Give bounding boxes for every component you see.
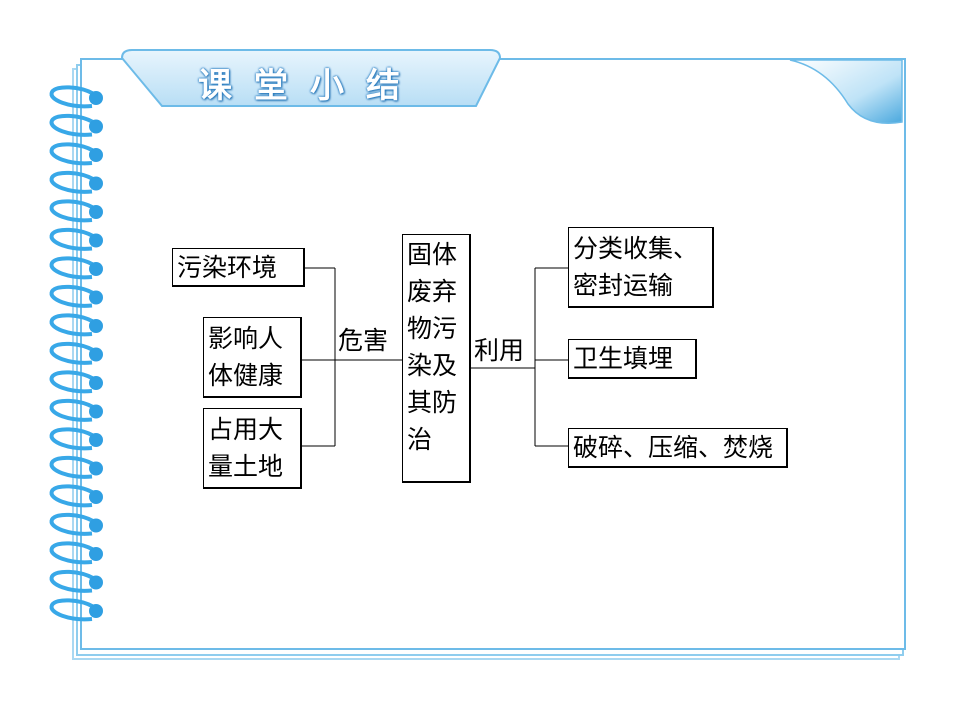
binding-hole — [89, 404, 103, 419]
binding-hole — [89, 347, 103, 362]
left-item-affect-health: 影响人体健康 — [203, 317, 302, 398]
spiral-ring — [49, 541, 95, 565]
binding-hole — [89, 604, 103, 618]
spiral-ring — [49, 341, 95, 365]
binding-hole — [89, 262, 103, 276]
spiral-ring — [49, 85, 95, 109]
binding-hole — [89, 91, 103, 105]
binding-hole — [89, 205, 103, 219]
spiral-binding — [49, 85, 103, 622]
right-item-crush-compress-burn: 破碎、压缩、焚烧 — [568, 428, 788, 468]
spiral-ring — [49, 256, 95, 280]
spiral-ring — [49, 427, 95, 451]
page-curl-icon — [786, 59, 903, 128]
spiral-ring — [49, 512, 95, 536]
spiral-ring — [49, 398, 95, 422]
binding-hole — [89, 119, 103, 134]
left-label: 危害 — [338, 326, 389, 355]
binding-hole — [89, 233, 103, 248]
binding-hole — [89, 376, 103, 390]
spiral-ring — [49, 569, 95, 593]
left-item-occupy-land: 占用大量土地 — [203, 408, 302, 489]
center-topic: 固体废弃物污染及其防治 — [402, 234, 471, 483]
spiral-ring — [49, 284, 95, 308]
binding-hole — [89, 319, 103, 333]
spiral-ring — [49, 170, 95, 194]
binding-hole — [89, 433, 103, 447]
spiral-ring — [49, 199, 95, 223]
binding-hole — [89, 575, 103, 590]
spiral-ring — [49, 598, 95, 622]
binding-hole — [89, 547, 103, 561]
right-item-sort-collect: 分类收集、密封运输 — [568, 227, 714, 308]
right-label: 利用 — [474, 336, 525, 365]
spiral-ring — [49, 142, 95, 166]
binding-hole — [89, 490, 103, 504]
binding-hole — [89, 461, 103, 476]
spiral-ring — [49, 113, 95, 137]
spiral-ring — [49, 313, 95, 337]
spiral-ring — [49, 455, 95, 479]
spiral-ring — [49, 227, 95, 251]
binding-hole — [89, 148, 103, 162]
page-title: 课堂小结 — [198, 65, 422, 106]
spiral-ring — [49, 370, 95, 394]
title-tab — [120, 49, 502, 107]
binding-hole — [89, 290, 103, 305]
spiral-ring — [49, 484, 95, 508]
right-item-landfill: 卫生填埋 — [568, 339, 697, 379]
binding-hole — [89, 518, 103, 533]
binding-hole — [89, 176, 103, 191]
left-item-pollute-environment: 污染环境 — [172, 248, 305, 287]
